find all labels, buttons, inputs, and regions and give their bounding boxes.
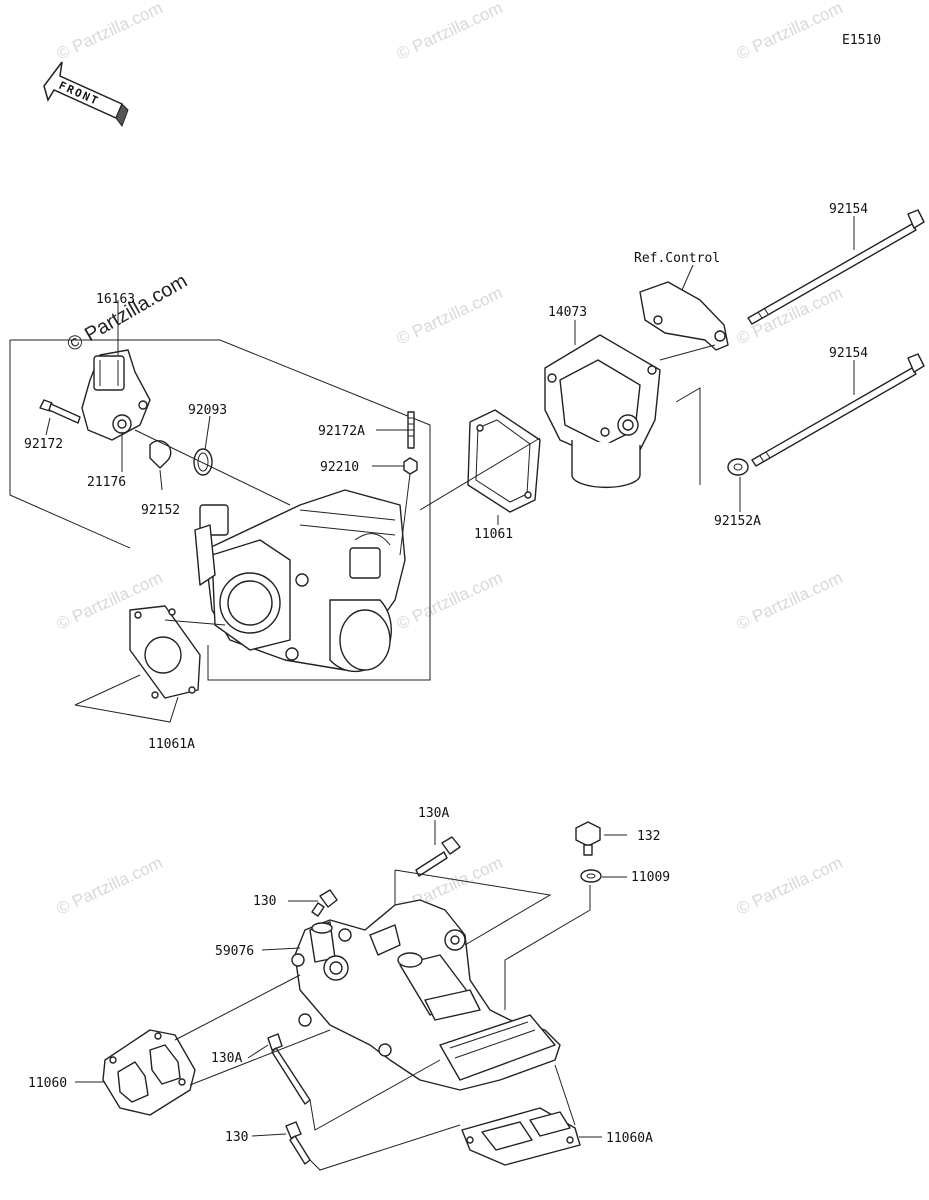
label-59076: 59076 bbox=[215, 944, 254, 959]
part-labels: 16163 92172 21176 92152 92093 92172A 922… bbox=[24, 202, 868, 1146]
label-92152A: 92152A bbox=[714, 514, 761, 529]
label-11060: 11060 bbox=[28, 1076, 67, 1091]
partzilla-watermark-dark: © Partzilla.com bbox=[64, 270, 192, 356]
front-arrow-icon: FRONT bbox=[43, 61, 129, 128]
front-label: FRONT bbox=[57, 79, 102, 108]
watermark: © Partzilla.com bbox=[734, 0, 846, 64]
label-130-bottom: 130 bbox=[225, 1130, 248, 1145]
throttle-sensor-16163 bbox=[81, 349, 151, 441]
bolt-130-bottom bbox=[285, 1121, 311, 1165]
long-bolt-92154-upper bbox=[747, 209, 925, 325]
adapter-14073 bbox=[544, 334, 661, 489]
label-ref-control: Ref.Control bbox=[634, 251, 720, 266]
leader-lines-upper bbox=[45, 216, 855, 723]
label-132: 132 bbox=[637, 829, 660, 844]
gasket-11060 bbox=[102, 1029, 196, 1116]
control-bracket bbox=[639, 281, 729, 351]
assembly-outline-left bbox=[9, 340, 131, 549]
bolt-92172 bbox=[39, 399, 81, 424]
clip-92152 bbox=[149, 440, 172, 469]
washer-11009 bbox=[580, 869, 602, 883]
watermark: © Partzilla.com bbox=[394, 568, 506, 634]
label-92154-upper: 92154 bbox=[829, 202, 868, 217]
bolt-130A-bottom bbox=[267, 1033, 311, 1105]
intake-manifold bbox=[291, 899, 561, 1091]
gasket-11061 bbox=[467, 409, 541, 513]
label-92210: 92210 bbox=[320, 460, 359, 475]
label-130-top: 130 bbox=[253, 894, 276, 909]
bolt-132 bbox=[575, 821, 601, 856]
oring-92093 bbox=[193, 448, 213, 476]
label-11060A: 11060A bbox=[606, 1131, 653, 1146]
label-130A-bottom: 130A bbox=[211, 1051, 242, 1066]
watermark: © Partzilla.com bbox=[734, 853, 846, 919]
label-14073: 14073 bbox=[548, 305, 587, 320]
label-92152: 92152 bbox=[141, 503, 180, 518]
watermark: © Partzilla.com bbox=[54, 853, 166, 919]
collar-92152A bbox=[727, 458, 749, 476]
label-16163: 16163 bbox=[96, 292, 135, 307]
bolt-130-top bbox=[311, 889, 338, 917]
long-bolt-92154-lower bbox=[751, 353, 925, 467]
gasket-11060A bbox=[461, 1107, 581, 1166]
watermark: © Partzilla.com bbox=[54, 0, 166, 64]
label-11061: 11061 bbox=[474, 527, 513, 542]
label-11061A: 11061A bbox=[148, 737, 195, 752]
watermark: © Partzilla.com bbox=[394, 283, 506, 349]
bolt-130A-top bbox=[415, 836, 461, 877]
watermark: © Partzilla.com bbox=[394, 0, 506, 64]
label-92154-lower: 92154 bbox=[829, 346, 868, 361]
watermark: © Partzilla.com bbox=[734, 568, 846, 634]
throttle-body bbox=[194, 489, 406, 673]
label-92172A: 92172A bbox=[318, 424, 365, 439]
stud-92172A bbox=[407, 411, 415, 449]
label-92172: 92172 bbox=[24, 437, 63, 452]
label-11009: 11009 bbox=[631, 870, 670, 885]
diagram-id: E1510 bbox=[842, 33, 881, 48]
leader-lines-lower bbox=[75, 820, 627, 1171]
nut-92210 bbox=[403, 457, 418, 475]
assembly-outline bbox=[10, 339, 431, 681]
label-130A-top: 130A bbox=[418, 806, 449, 821]
label-92093: 92093 bbox=[188, 403, 227, 418]
watermarks: © Partzilla.com © Partzilla.com © Partzi… bbox=[54, 0, 846, 919]
gasket-11061A bbox=[129, 605, 201, 699]
label-21176: 21176 bbox=[87, 475, 126, 490]
